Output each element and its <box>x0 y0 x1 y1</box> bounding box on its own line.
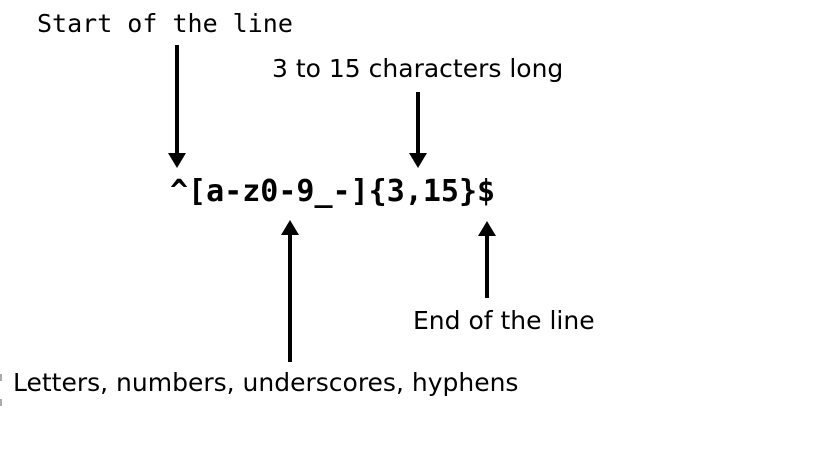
arrow-length-to-quantifier-icon <box>409 92 427 168</box>
regex-pattern: ^[a-z0-9_-]{3,15}$ <box>170 174 496 209</box>
label-length: 3 to 15 characters long <box>272 54 564 83</box>
label-end-of-line: End of the line <box>413 306 595 335</box>
arrow-start-to-caret-icon <box>168 45 186 168</box>
arrowhead-up-icon <box>281 220 299 235</box>
arrow-end-to-dollar-icon <box>478 221 496 298</box>
arrowhead-up-icon <box>478 221 496 236</box>
arrow-charset-to-class-icon <box>281 220 299 362</box>
arrowhead-down-icon <box>168 153 186 168</box>
arrow-shaft <box>288 235 292 362</box>
arrowhead-down-icon <box>409 153 427 168</box>
left-edge-artifact-bottom <box>0 399 2 406</box>
label-character-set: Letters, numbers, underscores, hyphens <box>13 368 519 397</box>
arrow-shaft <box>175 45 179 153</box>
arrow-shaft <box>416 92 420 153</box>
label-start-of-line: Start of the line <box>37 9 293 38</box>
arrow-shaft <box>485 236 489 298</box>
left-edge-artifact-top <box>0 374 2 381</box>
